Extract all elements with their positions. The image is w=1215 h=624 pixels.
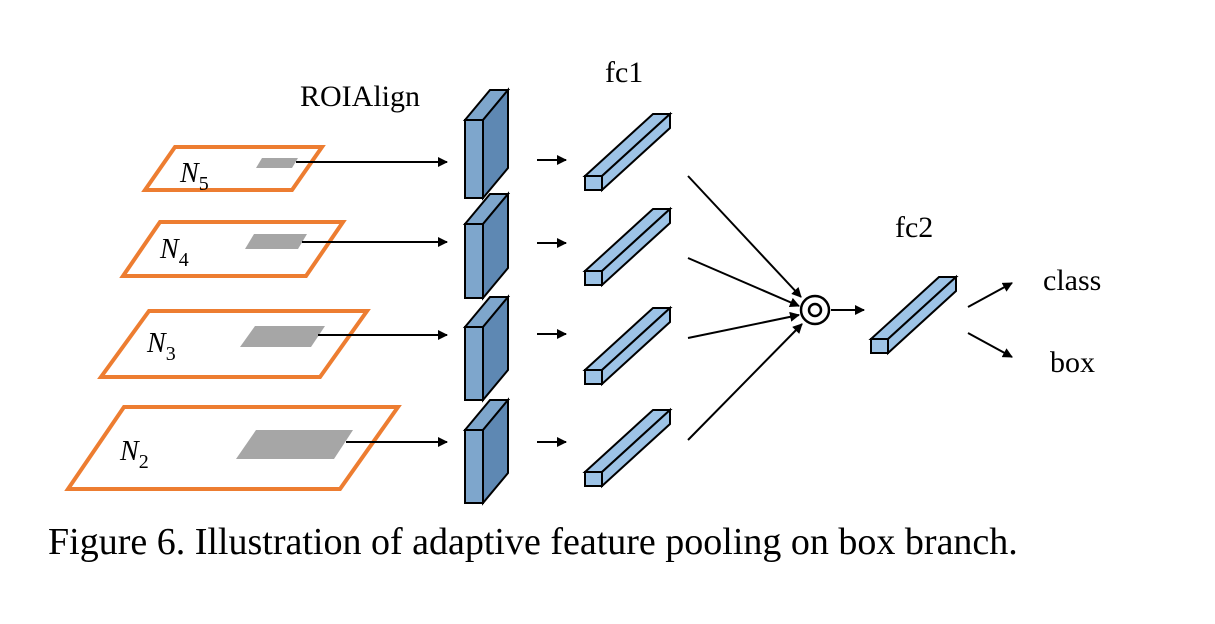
fc1-bar-3 [582,305,673,387]
arrow-fc1-4-to-fusion [687,323,803,441]
level-n4: N4 [119,220,347,278]
figure-caption: Figure 6. Illustration of adaptive featu… [48,521,1018,563]
fc1-bar-2 [582,206,673,288]
fc2-bar [868,274,959,356]
arrow-fc1-2-to-fusion [687,257,800,308]
level-n5-plane [141,145,326,192]
roi-n4 [245,234,307,249]
arrow-fc2-to-class [967,282,1013,308]
arrow-fc2-to-box [967,332,1013,358]
fc1-bar-1 [582,111,673,193]
roialign-label: ROIAlign [300,80,420,113]
roi-n3 [240,326,325,347]
level-n3-label: N3 [146,328,176,365]
arrow-fc1-3-to-fusion [687,311,800,339]
level-n3: N3 [97,309,371,379]
class-label: class [1043,264,1101,297]
level-n3-plane [97,309,371,379]
roialign-block-1 [462,87,511,201]
level-n2: N2 [64,405,402,491]
roialign-block-2 [462,191,511,301]
fc1-bar-4 [582,407,673,489]
fc2-label: fc2 [895,211,933,244]
fc1-label: fc1 [605,56,643,89]
level-n4-plane [119,220,347,278]
level-n5-label: N5 [179,158,209,195]
roi-n5 [256,158,298,168]
level-n2-label: N2 [119,436,149,473]
roialign-block-4 [462,397,511,506]
roialign-block-3 [462,294,511,403]
fusion-operator-icon [799,294,831,326]
arrow-fc1-1-to-fusion [687,175,802,298]
level-n2-plane [64,405,402,491]
level-n5: N5 [141,145,326,195]
roi-n2 [236,430,353,459]
box-label: box [1050,346,1095,379]
level-n4-label: N4 [159,234,189,271]
